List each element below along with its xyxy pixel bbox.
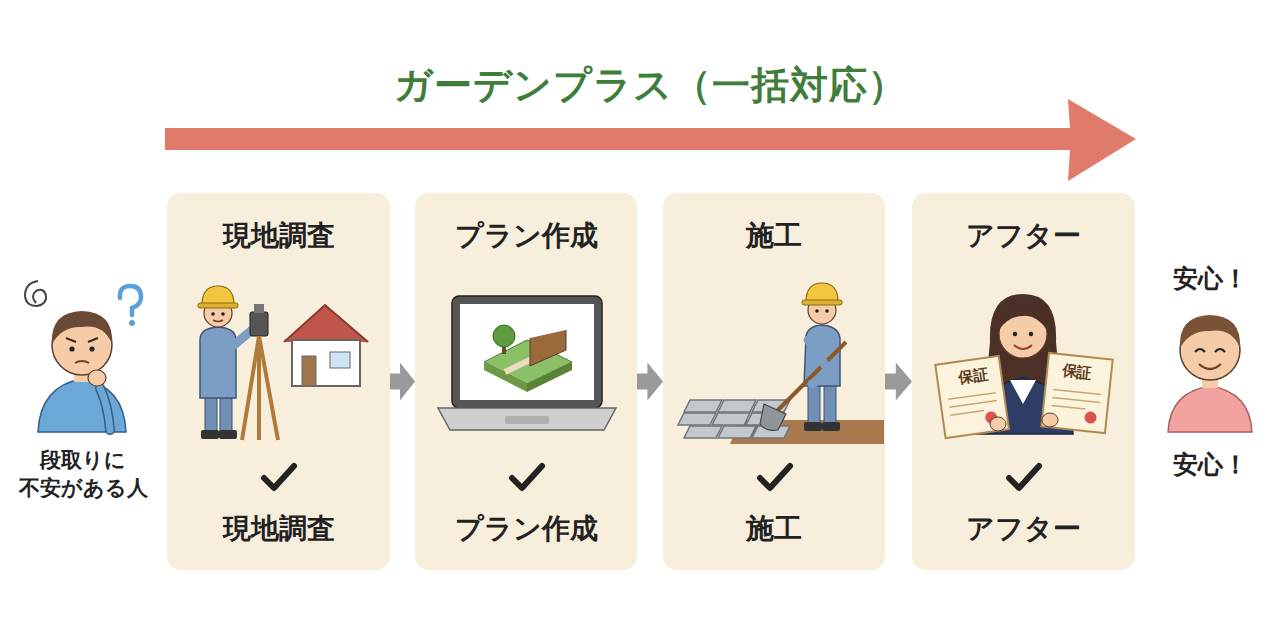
flow-arrow <box>165 99 1136 181</box>
step-card: プラン作成プラン作成 <box>415 193 637 570</box>
step-connector <box>390 363 415 401</box>
step-connector <box>637 363 663 401</box>
step-card: 施工施工 <box>663 193 885 570</box>
step-heading: 施工 <box>746 217 802 255</box>
step-footer: プラン作成 <box>455 510 598 548</box>
step-footer: 施工 <box>746 510 802 548</box>
step-card: 現地調査現地調査 <box>167 193 390 570</box>
step-heading: 現地調査 <box>223 217 335 255</box>
diagram-title: ガーデンプラス（一括対応） <box>165 60 1135 111</box>
step-footer: アフター <box>966 510 1081 548</box>
person-caption: 段取りに 不安がある人 <box>8 446 158 503</box>
relief-label: 安心！ <box>1150 262 1270 296</box>
step-card: アフターアフター <box>912 193 1135 570</box>
step-heading: プラン作成 <box>455 217 598 255</box>
connector-arrow <box>390 363 415 401</box>
relief-label: 安心！ <box>1150 448 1270 482</box>
connector-arrow <box>637 363 663 401</box>
step-heading: アフター <box>966 217 1081 255</box>
step-connector <box>885 363 912 401</box>
relieved-person <box>1168 315 1252 432</box>
step-footer: 現地調査 <box>223 510 335 548</box>
connector-arrow <box>885 363 912 401</box>
worried-person <box>25 281 141 432</box>
